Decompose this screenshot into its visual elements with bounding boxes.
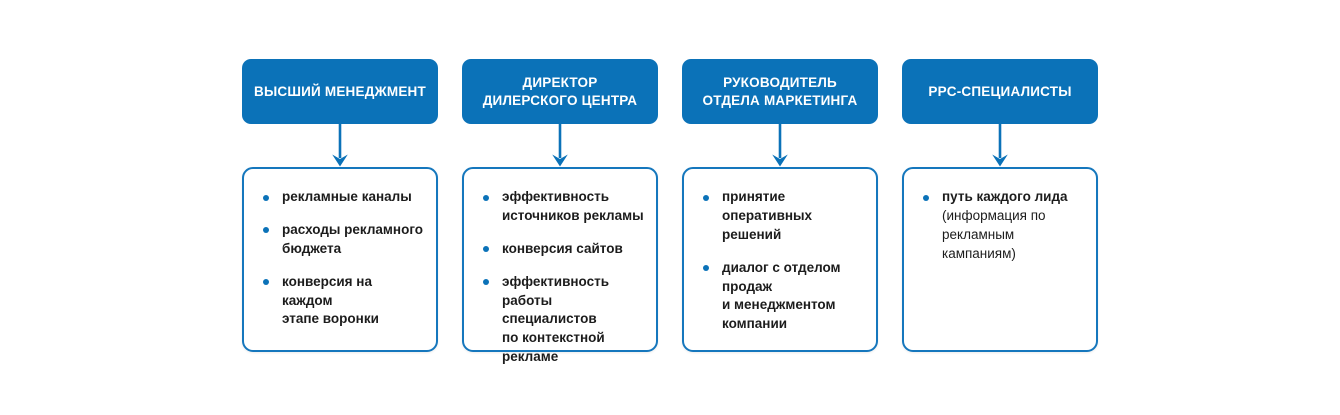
bullet-dot-icon: [263, 227, 269, 234]
header-box-1: ВЫСШИЙ МЕНЕДЖМЕНТ: [242, 59, 438, 124]
item-text-bold: эффективность источников рекламы: [502, 189, 644, 223]
kpi-box: принятие оперативных решений диалог с отд…: [682, 167, 878, 352]
bullet-dot-icon: [483, 246, 489, 253]
bullet-dot-icon: [703, 194, 709, 201]
bullet-dot-icon: [263, 194, 269, 201]
list-item: принятие оперативных решений: [700, 188, 866, 245]
list-item: конверсия сайтов: [480, 240, 646, 259]
item-text-bold: конверсия сайтов: [502, 240, 623, 256]
diagram-column: РУКОВОДИТЕЛЬ ОТДЕЛА МАРКЕТИНГА принятие …: [682, 59, 878, 352]
item-text-regular: (информация по рекламным кампаниям): [942, 207, 1046, 261]
bullet-dot-icon: [703, 265, 709, 272]
diagram: ВЫСШИЙ МЕНЕДЖМЕНТ рекламные каналы расход…: [242, 59, 1098, 364]
header-box-4: PPC-СПЕЦИАЛИСТЫ: [902, 59, 1098, 124]
kpi-box: рекламные каналы расходы рекламного бюдже…: [242, 167, 438, 352]
item-text-bold: эффективность работы специалистов по кон…: [502, 273, 610, 365]
bullet-dot-icon: [483, 194, 489, 201]
list-item: диалог с отделом продаж и менеджментом к…: [700, 259, 866, 335]
item-text-bold: конверсия на каждом этапе воронки: [282, 273, 379, 327]
down-arrow-icon: [329, 124, 351, 167]
kpi-list: принятие оперативных решений диалог с отд…: [700, 188, 866, 334]
diagram-column: PPC-СПЕЦИАЛИСТЫ путь каждого лида (инфор…: [902, 59, 1098, 352]
bullet-dot-icon: [923, 194, 929, 201]
bullet-dot-icon: [483, 279, 489, 286]
diagram-column: ВЫСШИЙ МЕНЕДЖМЕНТ рекламные каналы расход…: [242, 59, 438, 352]
list-item: конверсия на каждом этапе воронки: [260, 273, 426, 330]
diagram-column: ДИРЕКТОР ДИЛЕРСКОГО ЦЕНТРА эффективность…: [462, 59, 658, 364]
down-arrow-icon: [989, 124, 1011, 167]
item-text-bold: диалог с отделом продаж и менеджментом к…: [722, 259, 841, 332]
list-item: рекламные каналы: [260, 188, 426, 207]
list-item: путь каждого лида (информация по рекламн…: [920, 188, 1086, 264]
item-text-bold: расходы рекламного бюджета: [282, 221, 424, 256]
list-item: эффективность работы специалистов по кон…: [480, 273, 646, 367]
kpi-box: эффективность источников рекламы конверси…: [462, 167, 658, 364]
list-item: эффективность источников рекламы: [480, 188, 646, 226]
kpi-list: рекламные каналы расходы рекламного бюдже…: [260, 188, 426, 329]
list-item: расходы рекламного бюджета: [260, 221, 426, 259]
down-arrow-icon: [549, 124, 571, 167]
item-text-bold: принятие оперативных решений: [722, 189, 813, 242]
kpi-list: путь каждого лида (информация по рекламн…: [920, 188, 1086, 264]
kpi-list: эффективность источников рекламы конверси…: [480, 188, 646, 367]
item-text-bold: путь каждого лида: [942, 189, 1068, 204]
down-arrow-icon: [769, 124, 791, 167]
header-box-3: РУКОВОДИТЕЛЬ ОТДЕЛА МАРКЕТИНГА: [682, 59, 878, 124]
header-box-2: ДИРЕКТОР ДИЛЕРСКОГО ЦЕНТРА: [462, 59, 658, 124]
kpi-box: путь каждого лида (информация по рекламн…: [902, 167, 1098, 352]
bullet-dot-icon: [263, 279, 269, 286]
item-text-bold: рекламные каналы: [282, 189, 412, 204]
